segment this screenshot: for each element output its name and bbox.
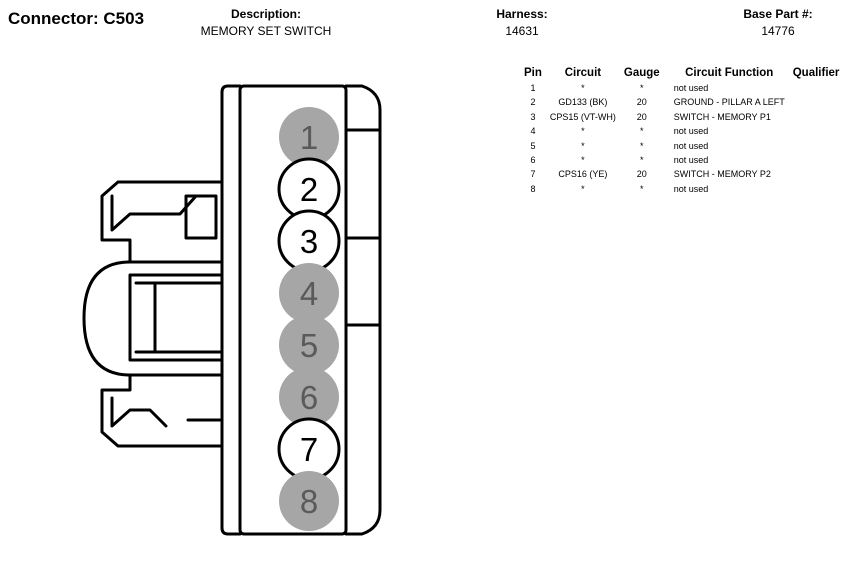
col-gauge: Gauge: [623, 67, 660, 79]
cell-pin: 6: [530, 155, 536, 166]
connector-body: [238, 84, 348, 536]
pin-table-header: Pin Circuit Gauge Circuit Function Quali…: [520, 67, 843, 81]
cell-circuit: CPS15 (VT-WH): [549, 111, 616, 122]
cell-circuit: *: [581, 155, 585, 166]
pin-number: 1: [300, 119, 318, 156]
description-value: MEMORY SET SWITCH: [200, 24, 332, 38]
cell-circuit: *: [581, 83, 585, 93]
pin-number: 6: [300, 379, 318, 416]
pin-number: 7: [300, 431, 318, 468]
upper-clip-arm: [110, 194, 198, 232]
pin-cavity: 4: [279, 263, 339, 323]
cell-gauge: *: [640, 126, 644, 137]
cell-function: not used: [673, 183, 709, 194]
latch-block: [128, 273, 224, 362]
pin-circle: [279, 263, 339, 323]
cell-circuit: CPS16 (YE): [558, 169, 608, 180]
pin-circle: [279, 471, 339, 531]
table-row: 2 GD133 (BK) 20 GROUND - PILLAR A LEFT: [520, 95, 843, 109]
harness-label: Harness:: [496, 7, 548, 21]
pin-cavity: 8: [279, 471, 339, 531]
harness-value: 14631: [505, 24, 539, 38]
pin-number: 5: [300, 327, 318, 364]
pin-cavities: 1 2 3 4 5 6 7 8: [277, 107, 341, 531]
cell-function: not used: [673, 83, 709, 93]
table-row: 3 CPS15 (VT-WH) 20 SWITCH - MEMORY P1: [520, 110, 843, 124]
cell-circuit: *: [581, 140, 585, 151]
cell-pin: 5: [530, 140, 536, 151]
pin-cavity: 6: [279, 367, 339, 427]
col-pin: Pin: [524, 67, 542, 79]
cell-function: SWITCH - MEMORY P1: [673, 111, 771, 122]
cell-function: not used: [673, 155, 709, 166]
cell-circuit: *: [581, 183, 585, 194]
upper-clip: [100, 180, 224, 264]
cell-pin: 1: [530, 83, 536, 93]
base-part-label: Base Part #:: [743, 7, 813, 21]
upper-clip-window: [184, 194, 218, 240]
cell-pin: 4: [530, 126, 536, 137]
connector-title: Connector: C503: [8, 9, 145, 28]
lower-clip: [100, 373, 224, 448]
table-row: 8 * * not used: [520, 182, 843, 196]
pin-cavity: 2: [277, 157, 341, 221]
table-row: 6 * * not used: [520, 153, 843, 167]
pin-number: 2: [300, 171, 318, 208]
pin-cavity: 5: [279, 315, 339, 375]
cell-gauge: 20: [636, 97, 647, 108]
cell-gauge: *: [640, 140, 644, 151]
cell-function: SWITCH - MEMORY P2: [673, 169, 771, 180]
cell-pin: 3: [530, 111, 536, 122]
cell-pin: 2: [530, 97, 536, 108]
description-label: Description:: [230, 7, 301, 21]
pin-cavity: 3: [277, 209, 341, 273]
pin-number: 3: [300, 223, 318, 260]
base-part-value: 14776: [761, 24, 795, 38]
connector-left-rail: [220, 84, 242, 536]
latch-tab: [82, 260, 224, 377]
table-row: 4 * * not used: [520, 124, 843, 138]
pin-number: 8: [300, 483, 318, 520]
cell-gauge: 20: [636, 169, 647, 180]
connector-shell-ribs: [344, 128, 382, 327]
cell-gauge: *: [640, 183, 644, 194]
cell-pin: 7: [530, 169, 536, 180]
col-circuit: Circuit: [564, 67, 602, 79]
latch-slot: [134, 281, 224, 354]
cell-gauge: *: [640, 155, 644, 166]
cell-function: not used: [673, 126, 709, 137]
pin-cavity: 7: [277, 417, 341, 481]
connector-housing: [82, 84, 382, 536]
cell-function: GROUND - PILLAR A LEFT: [673, 97, 785, 108]
table-row: 5 * * not used: [520, 139, 843, 153]
table-row: 1 * * not used: [520, 81, 843, 95]
pin-circle: [279, 315, 339, 375]
cell-function: not used: [673, 140, 709, 151]
pin-number: 4: [300, 275, 318, 312]
connector-right-shell: [344, 84, 382, 536]
pin-table: Pin Circuit Gauge Circuit Function Quali…: [520, 67, 843, 196]
table-row: 7 CPS16 (YE) 20 SWITCH - MEMORY P2: [520, 167, 843, 181]
pin-circle: [279, 367, 339, 427]
cell-circuit: *: [581, 126, 585, 137]
cell-circuit: GD133 (BK): [558, 97, 608, 108]
col-qualifier: Qualifier: [792, 67, 840, 79]
pin-circle: [279, 107, 339, 167]
pin-cavity: 1: [279, 107, 339, 167]
cell-gauge: *: [640, 83, 644, 93]
cell-pin: 8: [530, 183, 536, 194]
cell-gauge: 20: [636, 111, 647, 122]
lower-clip-arm: [110, 396, 168, 428]
col-circuit-function: Circuit Function: [685, 67, 774, 79]
